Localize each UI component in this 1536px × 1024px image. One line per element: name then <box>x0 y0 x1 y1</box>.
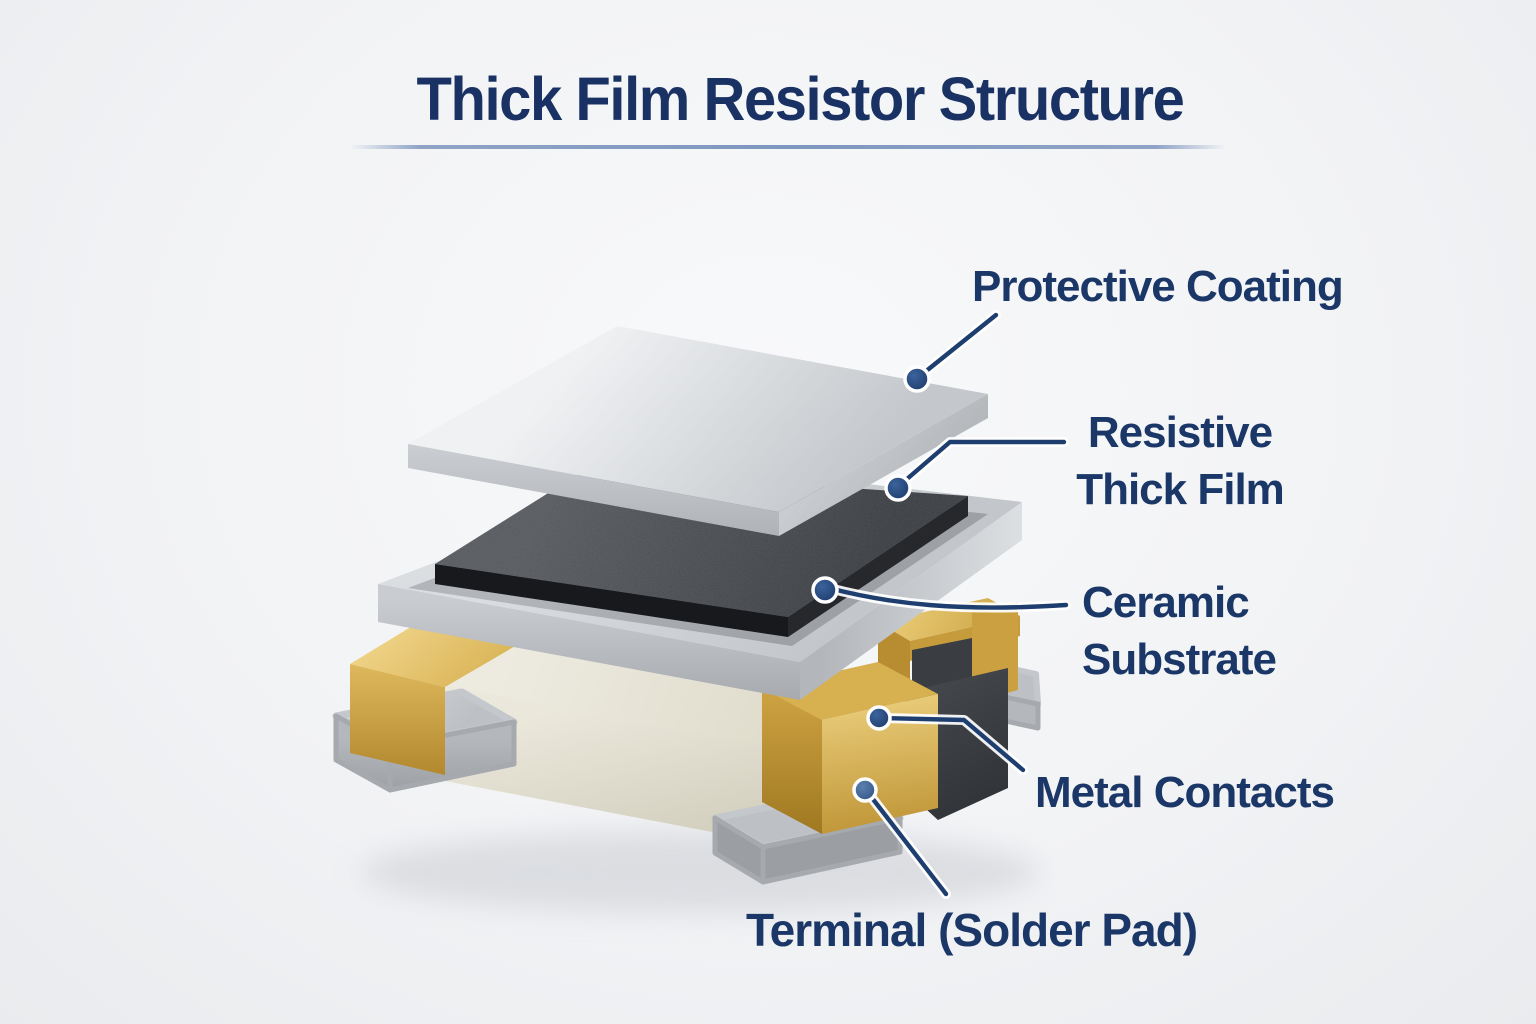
callout-label: Protective Coating <box>972 262 1344 311</box>
callout-terminal-solder-pad: Terminal (Solder Pad) <box>746 902 1198 959</box>
callout-label-line: Ceramic <box>1082 578 1250 627</box>
resistive-film-layer <box>435 470 968 637</box>
callout-ceramic-substrate: Ceramic Substrate <box>1082 574 1277 688</box>
callout-label-line: Resistive <box>1087 408 1273 457</box>
plate-top-face <box>408 326 988 512</box>
plate-front-left-face <box>408 444 779 536</box>
callout-resistive-thick-film: Resistive Thick Film <box>1040 404 1320 518</box>
callout-metal-contacts: Metal Contacts <box>1035 764 1335 821</box>
dot-ceramic-substrate <box>811 576 839 604</box>
dot-metal-contacts <box>866 705 892 731</box>
leader-protective-coating <box>917 312 999 379</box>
metal-contact-right <box>762 662 938 834</box>
leader-terminal <box>866 791 949 897</box>
dot-protective-coating <box>903 365 931 393</box>
callout-label: Metal Contacts <box>1035 768 1335 817</box>
tray-front-left-face <box>378 584 800 700</box>
callout-label: Terminal (Solder Pad) <box>746 904 1198 956</box>
leader-lines <box>824 310 1071 899</box>
callout-label-line: Substrate <box>1082 635 1277 684</box>
dot-resistive-thick-film <box>884 474 912 502</box>
plate-front-right-face <box>779 394 988 536</box>
callout-label-line: Thick Film <box>1076 465 1285 514</box>
callout-dots <box>811 365 931 803</box>
page-title: Thick Film Resistor Structure <box>416 65 1185 133</box>
callout-protective-coating: Protective Coating <box>972 258 1344 315</box>
leader-ceramic-substrate <box>826 585 1069 610</box>
dot-terminal <box>852 777 878 803</box>
title-underline <box>350 145 1226 149</box>
protective-coating-layer <box>408 326 988 536</box>
leader-metal-contacts <box>879 715 1026 773</box>
leader-resistive-thick-film <box>897 439 1067 488</box>
bottom-assembly <box>332 598 1041 885</box>
